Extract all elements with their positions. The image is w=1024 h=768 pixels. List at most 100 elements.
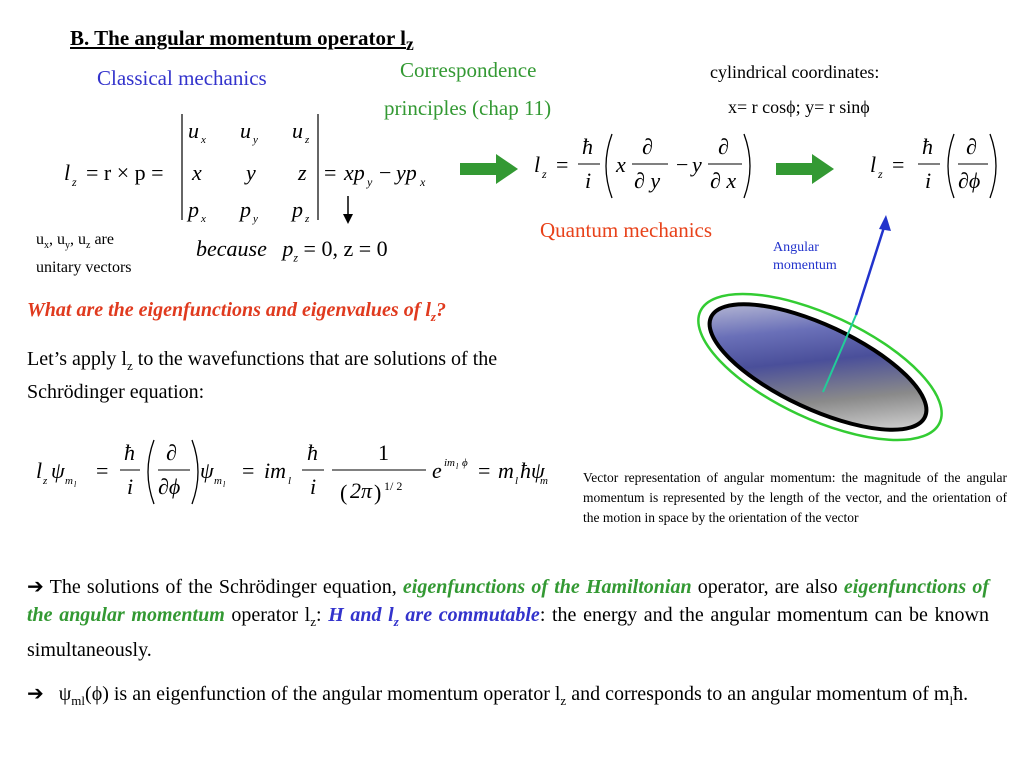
angular-momentum-vector <box>854 220 888 316</box>
svg-text:l: l <box>288 475 291 487</box>
svg-text:m: m <box>498 458 514 483</box>
apply-paragraph: Let’s apply lz to the wavefunctions that… <box>27 348 498 403</box>
svg-text:∂: ∂ <box>718 134 729 159</box>
svg-text:=: = <box>478 458 490 483</box>
slide-title: B. The angular momentum operator lz <box>70 26 414 55</box>
green-arrow-2 <box>776 154 834 184</box>
eigen-question: What are the eigenfunctions and eigenval… <box>27 299 446 324</box>
svg-text:z: z <box>297 160 307 185</box>
svg-text:y: y <box>690 152 702 177</box>
svg-text:1: 1 <box>378 440 389 465</box>
svg-text:x: x <box>200 213 206 225</box>
svg-text:l: l <box>870 152 876 177</box>
svg-text:u: u <box>240 118 251 143</box>
svg-text:l: l <box>223 480 226 489</box>
svg-text:z: z <box>304 213 310 225</box>
svg-text:∂: ∂ <box>642 134 653 159</box>
svg-text:l: l <box>534 152 540 177</box>
svg-text:∂: ∂ <box>166 440 177 465</box>
rotation-axis <box>822 314 857 393</box>
svg-text:yp: yp <box>394 160 417 185</box>
svg-text:u: u <box>188 118 199 143</box>
svg-text:=: = <box>96 458 108 483</box>
green-arrow-1 <box>460 154 518 184</box>
svg-text:i: i <box>310 474 316 499</box>
svg-text:=: = <box>556 152 568 177</box>
svg-text:y: y <box>244 160 256 185</box>
cylindrical-title: cylindrical coordinates: <box>710 62 880 82</box>
svg-text:l: l <box>36 458 42 483</box>
svg-text:= r × p =: = r × p = <box>86 160 164 185</box>
rotating-disk <box>707 302 929 432</box>
svg-text:): ) <box>374 480 381 505</box>
svg-text:ħψ: ħψ <box>520 458 545 483</box>
classical-mechanics-label: Classical mechanics <box>97 66 267 90</box>
svg-text:(: ( <box>340 480 347 505</box>
svg-text:ħ: ħ <box>124 440 135 465</box>
svg-text:ψ: ψ <box>200 458 214 483</box>
svg-text:u: u <box>292 118 303 143</box>
svg-text:∂ x: ∂ x <box>710 168 736 193</box>
svg-text:p: p <box>290 197 303 222</box>
svg-text:=: = <box>892 152 904 177</box>
svg-text:∂: ∂ <box>966 134 977 159</box>
svg-text:ħ: ħ <box>922 134 933 159</box>
svg-text:1/ 2: 1/ 2 <box>384 479 402 493</box>
svg-text:ħ: ħ <box>307 440 318 465</box>
svg-text:z: z <box>877 167 883 181</box>
unit-vectors-note: ux, uy, uz are unitary vectors <box>36 231 132 277</box>
svg-text:ψ: ψ <box>51 458 65 483</box>
because-note: because pz = 0, z = 0 <box>196 236 388 265</box>
svg-text:ħ: ħ <box>582 134 593 159</box>
svg-text:im: im <box>264 458 286 483</box>
cylindrical-equation: x= r cosϕ; y= r sinϕ <box>728 97 870 117</box>
quantum-mechanics-label: Quantum mechanics <box>540 218 713 242</box>
svg-text:p: p <box>186 197 199 222</box>
svg-text:=: = <box>242 458 254 483</box>
bullet-eigenfunction: ➔ ψml(ϕ) is an eigenfunction of the angu… <box>27 681 969 708</box>
svg-text:x: x <box>615 152 626 177</box>
svg-text:m: m <box>65 475 73 487</box>
correspondence-label-2: principles (chap 11) <box>384 96 552 120</box>
svg-text:=: = <box>324 160 336 185</box>
svg-text:i: i <box>925 168 931 193</box>
svg-text:l: l <box>74 480 77 489</box>
svg-text:l: l <box>515 475 518 487</box>
svg-text:l: l <box>64 160 70 185</box>
bullet-commutable: ➔ The solutions of the Schrödinger equat… <box>27 574 990 661</box>
svg-text:ϕ: ϕ <box>462 457 468 469</box>
svg-text:p: p <box>238 197 251 222</box>
svg-text:x: x <box>191 160 202 185</box>
angular-momentum-diagram: Angular momentum <box>697 215 943 442</box>
svg-text:−: − <box>676 152 688 177</box>
svg-text:z: z <box>42 475 48 487</box>
diagram-caption: Vector representation of angular momentu… <box>583 470 1007 525</box>
svg-text:i: i <box>585 168 591 193</box>
svg-text:im: im <box>444 457 455 469</box>
svg-text:m: m <box>214 475 222 487</box>
svg-text:2π: 2π <box>350 478 373 503</box>
svg-text:y: y <box>252 213 258 225</box>
svg-text:y: y <box>252 134 258 146</box>
svg-text:momentum: momentum <box>773 258 837 273</box>
svg-text:−: − <box>379 160 391 185</box>
svg-text:z: z <box>304 134 310 146</box>
svg-text:∂ϕ: ∂ϕ <box>158 474 180 499</box>
svg-text:Angular: Angular <box>773 240 819 255</box>
svg-text:m: m <box>540 475 548 487</box>
svg-text:x: x <box>419 175 426 189</box>
svg-text:i: i <box>127 474 133 499</box>
svg-text:xp: xp <box>343 160 365 185</box>
svg-text:y: y <box>366 175 373 189</box>
svg-text:∂ y: ∂ y <box>634 168 660 193</box>
svg-text:e: e <box>432 458 442 483</box>
svg-text:x: x <box>200 134 206 146</box>
correspondence-label-1: Correspondence <box>400 58 537 82</box>
svg-text:z: z <box>71 175 77 189</box>
svg-text:l: l <box>456 462 459 471</box>
svg-text:∂ϕ: ∂ϕ <box>958 168 980 193</box>
